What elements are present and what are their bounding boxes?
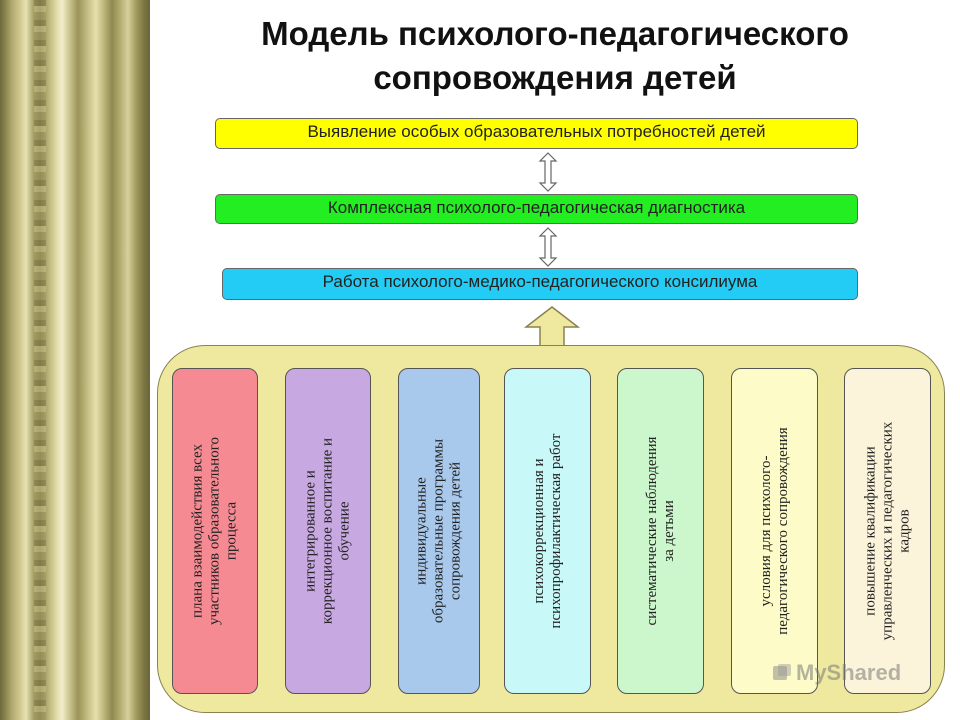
card-integrated-education: интегрированное и коррекционное воспитан… bbox=[285, 368, 371, 694]
card-qualification-improvement: повышение квалификации управленческих и … bbox=[844, 368, 931, 694]
level-needs-identification: Выявление особых образовательных потребн… bbox=[215, 118, 858, 149]
card-interaction-plan: плана взаимодействия всех участников обр… bbox=[172, 368, 258, 694]
page-title: Модель психолого-педагогического сопрово… bbox=[150, 12, 960, 100]
level-complex-diagnostics: Комплексная психолого-педагогическая диа… bbox=[215, 194, 858, 224]
card-systematic-observation: систематические наблюдения за детьми bbox=[617, 368, 704, 694]
watermark-text: MyShared bbox=[796, 660, 902, 685]
card-label: систематические наблюдения за детьми bbox=[643, 436, 677, 626]
up-arrow-icon bbox=[524, 306, 580, 347]
decorative-gold-strip bbox=[34, 0, 46, 720]
title-line-1: Модель психолого-педагогического bbox=[261, 15, 849, 52]
card-support-conditions: условия для психолого- педагогического с… bbox=[731, 368, 818, 694]
card-label: плана взаимодействия всех участников обр… bbox=[189, 437, 240, 625]
card-label: интегрированное и коррекционное воспитан… bbox=[302, 437, 353, 625]
card-label: психокоррекционная и психопрофилактическ… bbox=[530, 433, 564, 629]
card-label: индивидуальные образовательные программы… bbox=[413, 438, 464, 624]
card-psychocorrection: психокоррекционная и психопрофилактическ… bbox=[504, 368, 591, 694]
card-label: условия для психолого- педагогического с… bbox=[757, 427, 791, 635]
card-label: повышение квалификации управленческих и … bbox=[862, 421, 912, 641]
level-council-work: Работа психолого-медико-педагогического … bbox=[222, 268, 858, 300]
watermark-logo-icon bbox=[773, 664, 791, 680]
double-arrow-icon bbox=[538, 227, 558, 267]
decorative-gold-column bbox=[0, 0, 150, 720]
double-arrow-icon bbox=[538, 152, 558, 192]
card-individual-programs: индивидуальные образовательные программы… bbox=[398, 368, 480, 694]
title-line-2: сопровождения детей bbox=[373, 59, 737, 96]
